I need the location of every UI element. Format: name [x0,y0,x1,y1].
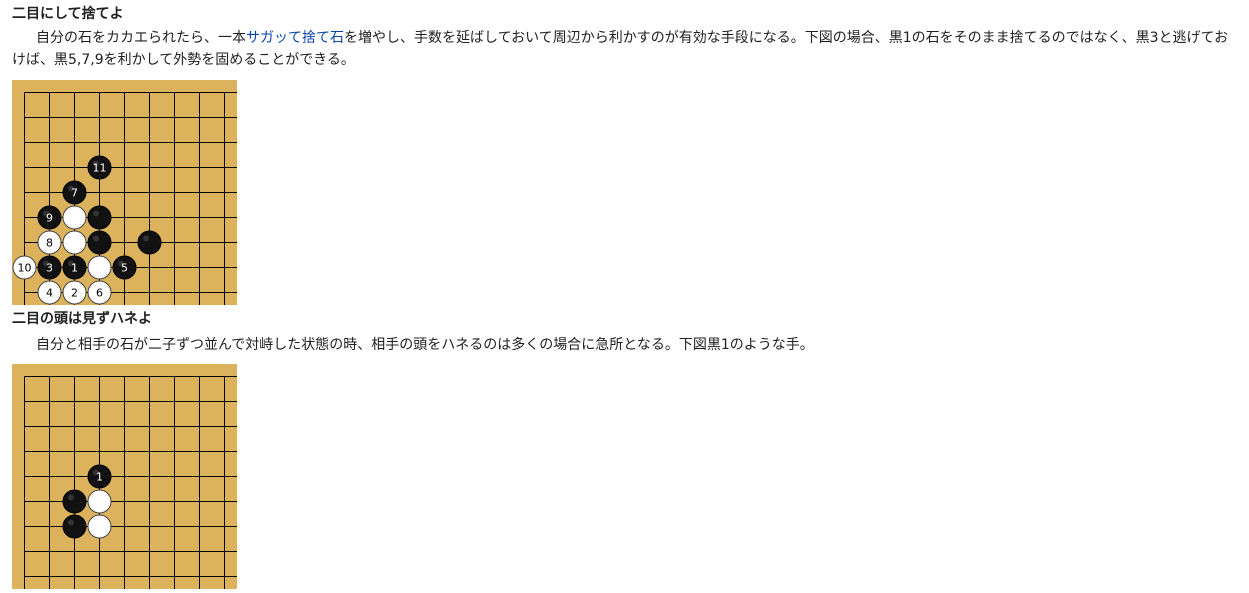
sute-ishi-link[interactable]: サガッて捨て石 [246,30,344,46]
section-heading-nimoku-sutete: 二目にして捨てよ [12,6,124,22]
black-stone: 3 [37,255,62,280]
stone-disc [87,280,112,305]
stone-disc [37,280,62,305]
white-stone [62,230,87,255]
board-grid [24,376,237,589]
stone-number-label: 1 [71,262,78,275]
stone-number-label: 7 [71,187,78,200]
stone-number-label: 8 [46,237,53,250]
stone-number-label: 11 [93,162,107,175]
stone-highlight [93,235,99,242]
go-board-diagram-1: 11 7 9 8 10 3 1 5 4 2 6 [12,80,237,305]
black-stone [87,205,112,230]
stone-number-label: 4 [46,287,53,300]
stone-number-label: 5 [121,262,128,275]
white-stone [87,255,112,280]
black-stone: 5 [112,255,137,280]
paragraph-text: を増やし、手数を延ばしておいて周辺から利かすのが有効な手段になる。下図の場合、黒… [12,30,1229,68]
black-stone [62,489,87,514]
stone-highlight [43,260,49,267]
black-stone [62,514,87,539]
black-stone: 11 [87,155,112,180]
black-stone: 1 [62,255,87,280]
paragraph-text: 自分の石をカカエられたら、一本 [36,30,246,46]
stone-disc [62,489,87,514]
black-stone: 7 [62,180,87,205]
stone-disc [62,280,87,305]
stone-disc [87,514,112,539]
black-stone [87,230,112,255]
white-stone [87,489,112,514]
go-board-diagram-2: 1 [12,364,237,589]
black-stone: 9 [37,205,62,230]
stone-disc [137,230,162,255]
white-stone: 2 [62,280,87,305]
stone-disc [87,489,112,514]
stone-highlight [68,519,74,526]
white-stone: 4 [37,280,62,305]
stone-highlight [93,469,99,476]
stone-number-label: 1 [96,471,103,484]
stone-highlight [93,160,99,167]
stone-number-label: 3 [46,262,53,275]
stone-highlight [68,494,74,501]
white-stone: 10 [12,255,37,280]
white-stone [87,514,112,539]
section-paragraph-2: 自分と相手の石が二子ずつ並んで対峙した状態の時、相手の頭をハネるのは多くの場合に… [36,337,814,353]
stone-disc [62,205,87,230]
stone-number-label: 2 [71,287,78,300]
stone-highlight [68,260,74,267]
stone-disc [37,230,62,255]
stone-disc [87,230,112,255]
stone-disc [87,255,112,280]
white-stone [62,205,87,230]
stone-highlight [93,210,99,217]
section-heading-nimoku-atama: 二目の頭は見ずハネよ [12,311,152,327]
section-paragraph-1: 自分の石をカカエられたら、一本サガッて捨て石を増やし、手数を延ばしておいて周辺か… [12,27,1242,71]
stone-highlight [68,185,74,192]
stone-disc [62,514,87,539]
black-stone [137,230,162,255]
stone-disc [87,205,112,230]
black-stone: 1 [87,464,112,489]
stone-number-label: 9 [46,212,53,225]
stone-highlight [118,260,124,267]
stone-highlight [43,210,49,217]
white-stone: 8 [37,230,62,255]
stone-disc [12,255,37,280]
stone-highlight [143,235,149,242]
white-stone: 6 [87,280,112,305]
stone-number-label: 10 [18,262,32,275]
stone-disc [62,230,87,255]
stone-number-label: 6 [96,287,103,300]
